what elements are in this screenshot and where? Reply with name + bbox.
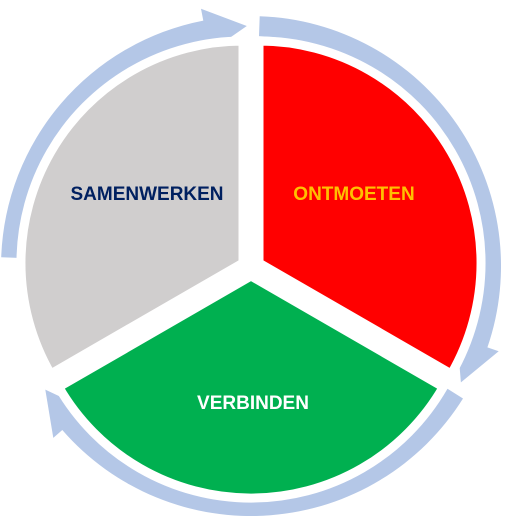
cycle-arrows — [1, 8, 502, 517]
label-verbinden: VERBINDEN — [197, 393, 309, 414]
label-ontmoeten: ONTMOETEN — [293, 184, 414, 205]
arrow-right — [259, 16, 502, 383]
segment-verbinden — [52, 270, 450, 503]
cycle-segments — [16, 36, 486, 503]
arrow-left — [45, 387, 464, 517]
label-samenwerken: SAMENWERKEN — [70, 184, 223, 205]
segment-ontmoeten — [254, 36, 486, 381]
arrow-top — [1, 8, 247, 258]
segment-samenwerken — [16, 36, 248, 381]
